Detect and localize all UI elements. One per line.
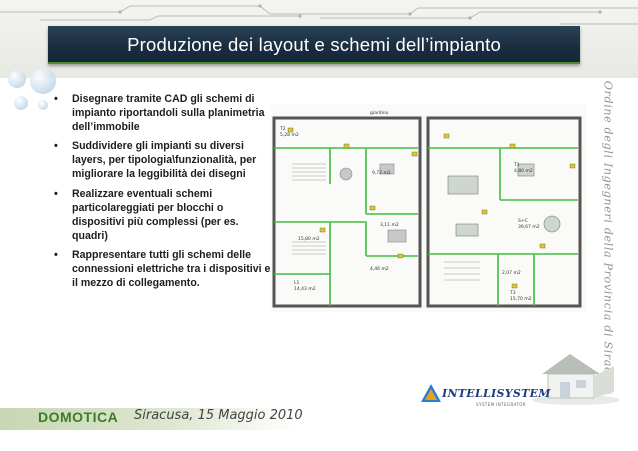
bullet-item: • Disegnare tramite CAD gli schemi di im…	[52, 92, 274, 134]
bullet-icon: •	[54, 140, 58, 153]
plan-room-name: S+C	[518, 218, 528, 224]
plan-room-area: 15,70 m2	[510, 296, 532, 302]
bullet-icon: •	[54, 248, 58, 261]
decor-bubble	[14, 96, 28, 110]
plan-room-area: 4,80 m2	[514, 168, 533, 174]
plan-room-name: L1	[294, 280, 300, 286]
slide-title: Produzione dei layout e schemi dell’impi…	[127, 34, 501, 55]
bullet-text: Rappresentare tutti gli schemi delle con…	[72, 248, 271, 290]
plan-room-area: 14,43 m2	[294, 286, 316, 292]
plan-room-area: 39,67 m2	[518, 224, 540, 230]
logo-name: INTELLISYSTEM	[442, 387, 551, 400]
plan-room-name: T2	[279, 126, 286, 132]
circuit-decoration	[0, 4, 638, 25]
plan-room-name: T1	[513, 162, 520, 168]
footer-date: Siracusa, 15 Maggio 2010	[134, 408, 303, 423]
footer-brand: DOMOTICA	[38, 409, 119, 425]
bullet-text: Suddividere gli impianti su diversi laye…	[72, 140, 257, 181]
title-band: Produzione dei layout e schemi dell’impi…	[48, 26, 580, 64]
house-illustration	[532, 354, 620, 405]
plan-label: 15,80 m2	[298, 236, 320, 242]
bullet-item: • Rappresentare tutti gli schemi delle c…	[52, 248, 274, 290]
bullet-text: Disegnare tramite CAD gli schemi di impi…	[72, 93, 265, 134]
decor-bubble	[30, 68, 56, 94]
plan-label: 4,46 m2	[370, 266, 389, 272]
top-banner: Produzione dei layout e schemi dell’impi…	[0, 0, 638, 78]
plan-label: 3,11 m2	[380, 222, 399, 228]
plan-left	[272, 116, 422, 308]
bullet-list: • Disegnare tramite CAD gli schemi di im…	[52, 92, 274, 295]
floor-plan-drawing: T2 5,28 m2 T1 4,80 m2 S+C 39,67 m2 L1 14…	[270, 104, 587, 312]
plan-right	[426, 116, 582, 308]
plan-label: giardino	[370, 110, 389, 116]
logo-subtitle: SYSTEM INTEGRATOR	[476, 402, 526, 407]
bullet-icon: •	[54, 187, 58, 200]
plan-label: 2,07 m2	[502, 270, 521, 276]
footer: DOMOTICA Siracusa, 15 Maggio 2010	[0, 405, 638, 433]
logo-mark-icon	[421, 384, 441, 402]
bullet-text: Realizzare eventuali schemi particolareg…	[72, 187, 239, 242]
bullet-icon: •	[54, 93, 58, 105]
footer-band	[0, 408, 296, 430]
intellisystem-logo: INTELLISYSTEM SYSTEM INTEGRATOR	[418, 381, 550, 411]
decor-bubble	[38, 100, 48, 110]
bullet-item: • Realizzare eventuali schemi particolar…	[52, 187, 274, 243]
plan-room-name: T3	[509, 290, 516, 296]
side-vertical-text: Ordine degli Ingegneri della Provincia d…	[596, 81, 620, 396]
plan-room-area: 5,28 m2	[280, 132, 299, 138]
decor-bubble	[8, 70, 26, 88]
plan-label: 9,72 m2	[372, 170, 391, 176]
bullet-item: • Suddividere gli impianti su diversi la…	[52, 139, 274, 181]
